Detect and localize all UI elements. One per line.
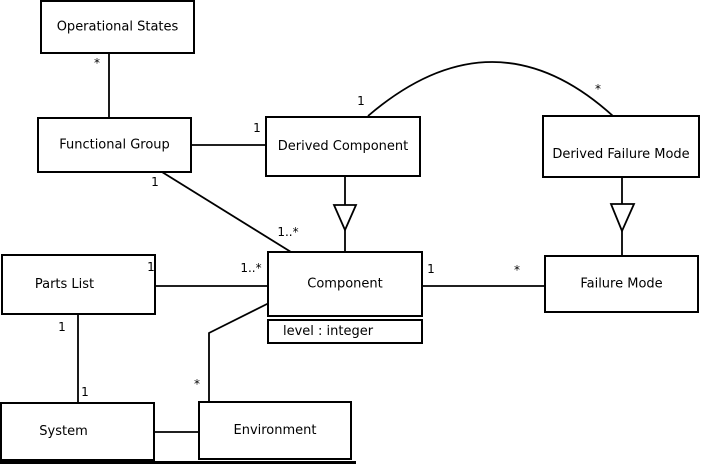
generalization-triangle-icon	[332, 204, 358, 233]
generalization-triangle-icon	[609, 203, 636, 234]
attribute-compartment-component	[267, 319, 423, 344]
class-name-failure-mode: Failure Mode	[580, 277, 662, 292]
class-box-functional-group	[37, 117, 192, 173]
multiplicity-label-component-left: 1..*	[240, 261, 261, 275]
class-name-component: Component	[307, 277, 382, 292]
class-box-component	[267, 251, 423, 317]
class-name-derived-component: Derived Component	[278, 139, 409, 154]
multiplicity-label-component-right: 1	[427, 262, 435, 276]
association-functional-group--component	[161, 171, 292, 253]
class-name-functional-group: Functional Group	[59, 138, 170, 153]
class-name-derived-failure-mode: Derived Failure Mode	[552, 147, 689, 162]
multiplicity-label-functional-group-bottom: 1	[151, 175, 159, 189]
multiplicity-label-derived-component-left: 1	[253, 121, 261, 135]
multiplicity-label-system-top: 1	[81, 385, 89, 399]
multiplicity-label-parts-list-corner: 1	[147, 260, 155, 274]
bottom-edge-bar	[0, 461, 356, 464]
association-environment--component	[208, 302, 270, 402]
association-derived-component--derived-failure-mode-arc	[367, 61, 614, 117]
class-box-failure-mode	[544, 255, 699, 313]
class-box-derived-failure-mode	[542, 115, 700, 178]
multiplicity-label-arc-derived-component-end: 1	[357, 94, 365, 108]
class-name-environment: Environment	[233, 423, 316, 438]
multiplicity-label-environment-top: *	[194, 377, 200, 391]
multiplicity-label-component-top-diagonal: 1..*	[277, 225, 298, 239]
multiplicity-label-arc-derived-failure-end: *	[595, 82, 601, 96]
class-box-parts-list	[1, 254, 156, 315]
attribute-component: level : integer	[283, 324, 374, 339]
class-name-parts-list: Parts List	[35, 277, 94, 292]
class-box-operational-states	[40, 0, 195, 54]
multiplicity-label-op-states-end: *	[94, 56, 100, 70]
class-name-system: System	[39, 424, 87, 439]
class-box-derived-component	[265, 116, 421, 177]
multiplicity-label-failure-mode-left: *	[514, 263, 520, 277]
multiplicity-label-parts-list-bottom: 1	[58, 320, 66, 334]
class-name-operational-states: Operational States	[57, 20, 179, 35]
class-box-environment	[198, 401, 352, 460]
class-box-system	[0, 402, 155, 461]
